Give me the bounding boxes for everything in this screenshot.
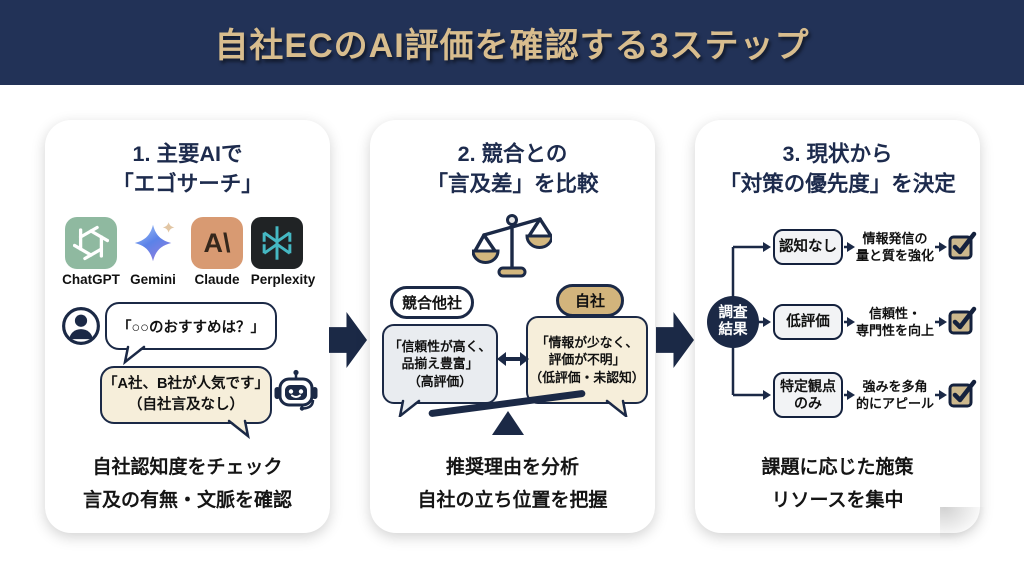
step2-card: 2. 競合との 「言及差」を比較 競合他社 自社 「信頼性が高く、 品揃え豊富」… — [370, 120, 655, 533]
checkbox-icon — [947, 378, 977, 413]
step2-summary: 推奨理由を分析 自社の立ち位置を把握 — [417, 457, 608, 511]
bubble-tail — [227, 419, 250, 440]
step3-title: 3. 現状から 「対策の優先度」を決定 — [719, 142, 956, 196]
condition-specific-view-only: 特定観点のみ — [773, 372, 843, 418]
gemini-icon — [127, 217, 179, 269]
step1-card: 1. 主要AIで 「エゴサーチ」 — [45, 120, 330, 533]
checkbox-icon — [947, 230, 977, 265]
bubble-tail — [605, 399, 628, 417]
step2-to-step3-arrow-icon — [656, 312, 694, 368]
chatgpt-icon — [65, 217, 117, 269]
step1-to-step2-arrow-icon — [329, 312, 367, 368]
compare-double-arrow-icon — [497, 349, 529, 374]
condition-low-evaluation: 低評価 — [773, 304, 843, 340]
step2-title: 2. 競合との 「言及差」を比較 — [426, 142, 599, 196]
bubble-tail — [398, 399, 421, 417]
step3-summary: 課題に応じた施策 リソースを集中 — [761, 457, 914, 511]
step3-card: 3. 現状から 「対策の優先度」を決定 調査 — [695, 120, 986, 541]
competitor-pill: 競合他社 — [390, 286, 474, 319]
user-question-bubble: 「○○のおすすめは？」 — [105, 302, 277, 366]
action-strengthen-info: 情報発信の 量と質を強化 — [855, 231, 934, 263]
condition-no-recognition: 認知なし — [773, 229, 843, 265]
own-company-pill: 自社 — [556, 284, 624, 317]
action-improve-trust: 信頼性・ 専門性を向上 — [855, 306, 934, 338]
checkbox-icon — [947, 305, 977, 340]
perplexity-icon — [251, 217, 303, 269]
bubble-tail — [123, 345, 146, 366]
page-title: 自社ECのAI評価を確認する3ステップ — [214, 27, 810, 65]
competitor-evaluation-bubble: 「信頼性が高く、 品揃え豊富」 （高評価） — [382, 324, 498, 417]
user-avatar-icon — [61, 306, 101, 351]
ai-answer-bubble: 「A社、B社が人気です」 （自社言及なし） — [100, 366, 272, 440]
claude-label: Claude — [194, 272, 240, 287]
gemini-label: Gemini — [130, 272, 176, 287]
claude-icon: A\ — [191, 217, 243, 269]
step1-title: 1. 主要AIで 「エゴサーチ」 — [112, 142, 263, 196]
robot-icon — [273, 368, 319, 419]
own-evaluation-bubble: 「情報が少なく、 評価が不明」 （低評価・未認知） — [526, 316, 648, 417]
perplexity-label: Perplexity — [250, 272, 316, 287]
action-appeal-strengths: 強みを多角 的にアピール — [855, 379, 934, 411]
survey-result-node: 調査 結果 — [707, 296, 759, 348]
header-banner: 自社ECのAI評価を確認する3ステップ — [0, 0, 1024, 85]
seesaw-fulcrum — [492, 411, 524, 435]
balance-scale-icon — [471, 208, 554, 291]
step1-summary: 自社認知度をチェック 言及の有無・文脈を確認 — [82, 457, 292, 511]
chatgpt-label: ChatGPT — [62, 272, 120, 287]
